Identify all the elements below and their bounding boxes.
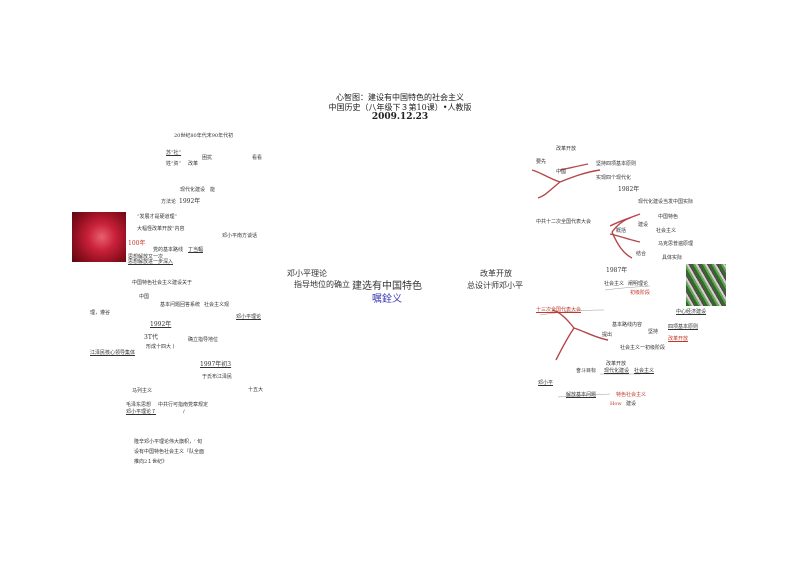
left-label: 于氏布江泽民 xyxy=(202,374,233,380)
right-label: 坚持四项基本原则 xyxy=(596,161,637,167)
left-label: 看看 xyxy=(252,155,263,161)
left-label: “发展才是硬道理” xyxy=(137,214,178,220)
right-label: 四项基本原则 xyxy=(668,324,699,330)
right-label: 改革开放 xyxy=(606,361,627,367)
left-label: 理，遵谷 xyxy=(90,310,111,316)
left-label: 思想解放又一次 xyxy=(128,254,164,260)
center-main: 建选有中国特色 xyxy=(352,281,422,292)
left-label: 方法论 xyxy=(161,199,177,205)
left-label: 江泽民核心领导集体 xyxy=(90,350,136,356)
right-label: 邓小平 xyxy=(538,380,554,386)
left-label: 确立指导地位 xyxy=(188,337,219,343)
page-date: 2009.12.23 xyxy=(371,112,429,122)
left-label: 能 xyxy=(210,187,216,193)
right-label: 提出 xyxy=(602,332,613,338)
right-label: 改革开放 xyxy=(556,146,577,152)
right-label: 基本路线内容 xyxy=(612,322,643,328)
rose-image xyxy=(72,212,126,262)
right-label: 要先 xyxy=(536,159,547,165)
center-theory: 邓小平理论 xyxy=(287,269,327,278)
right-label: 社会主义 xyxy=(656,228,677,234)
right-label: 中國 xyxy=(556,169,567,175)
right-label: 现代化建设当发中国实际 xyxy=(638,199,694,205)
right-label: 初级阶段 xyxy=(630,290,651,296)
left-label: 苏“社” xyxy=(166,150,182,156)
center-guide: 指导地位的确立 xyxy=(294,280,350,289)
plant-image xyxy=(686,264,726,306)
left-label: 大幅怪改革开放”内容 xyxy=(137,226,185,232)
right-label: 实现四个现代化 xyxy=(596,175,632,181)
left-label: 中国 xyxy=(139,294,150,300)
right-label: 建设 xyxy=(626,401,637,407)
left-label: 姓“资” xyxy=(166,161,182,167)
left-label: 邓小平理论７ xyxy=(126,409,157,415)
left-label: 社会主义观 xyxy=(204,302,230,308)
left-label: 十五大 xyxy=(248,387,264,393)
right-label: 阐明理论 xyxy=(628,281,649,287)
left-label: 1997年初3 xyxy=(200,361,232,368)
right-label: 特色社会主义 xyxy=(616,392,647,398)
left-label: 改革 xyxy=(188,161,199,167)
left-label: 现代化建设 xyxy=(180,187,206,193)
left-label: 1992年 xyxy=(150,321,172,328)
left-label: 邓小平理论 xyxy=(236,314,262,320)
right-label: 坚持 xyxy=(648,329,659,335)
left-label: 3T代 xyxy=(144,334,158,341)
page-title: 心智图：建设有中国特色的社会主义 xyxy=(336,93,464,102)
left-label: 推向2１世纪》 xyxy=(134,459,168,465)
left-label: 设有中国特色社会主义『队全面 xyxy=(134,449,205,455)
left-label: 100年 xyxy=(128,240,146,247)
right-label: 社会主义一初级阶段 xyxy=(620,345,666,351)
right-label: 十三次全国代表大会 xyxy=(536,307,582,313)
left-label: / xyxy=(183,409,185,415)
left-label: 党的基本路线 xyxy=(153,247,184,253)
left-label: 思想解放进一步深入 xyxy=(128,259,174,265)
center-architect: 总设计师邓小平 xyxy=(467,281,523,290)
left-label: 基本问题回答系统 xyxy=(160,302,201,308)
left-label: 1992年 xyxy=(179,198,201,205)
right-label: 1987年 xyxy=(606,267,628,274)
left-label: 邓小平南方谈话 xyxy=(222,233,258,239)
right-label: How xyxy=(610,401,622,407)
center-reform: 改革开放 xyxy=(480,269,512,278)
right-label: 社会主义 xyxy=(604,281,625,287)
right-label: 解放基本问题 xyxy=(566,392,597,398)
center-main2: 嘱銓义 xyxy=(372,294,402,305)
right-label: 中国特色 xyxy=(658,214,679,220)
left-label: 20世纪80年代末90年代初 xyxy=(174,133,234,139)
left-label: 中国特色社会主义建设关于 xyxy=(132,280,193,286)
right-label: 1982年 xyxy=(618,186,640,193)
right-label: 社会主义 xyxy=(634,368,655,374)
right-label: 中心经济建设 xyxy=(676,309,707,315)
left-label: 中共行可指南党章规定 xyxy=(158,402,209,408)
right-label: 马克思普遍原理 xyxy=(658,241,694,247)
right-label: 中共十二次全国代表大会 xyxy=(536,219,592,225)
page-subtitle: 中国历史（八年级下３第10课）•人教版 xyxy=(328,103,472,112)
right-label: 改革开放 xyxy=(668,336,689,342)
left-label: 形成十四大丨 xyxy=(146,344,177,350)
right-label: 结合 xyxy=(636,251,647,257)
left-label: 隆辛邓小平理论伟大旗帜，‘ 旬 xyxy=(134,439,203,445)
right-label: 现代化建设 xyxy=(604,368,630,374)
left-label: 丁当輻 xyxy=(188,247,204,253)
right-label: 具体实际 xyxy=(662,255,683,261)
left-label: 马列主义 xyxy=(132,388,153,394)
right-label: 建设 xyxy=(638,222,649,228)
left-label: 毛泽东思想 xyxy=(126,402,152,408)
left-label: 困扰 xyxy=(202,155,213,161)
right-label: 概括 xyxy=(616,228,627,234)
right-label: 奋斗目标 xyxy=(576,368,597,374)
